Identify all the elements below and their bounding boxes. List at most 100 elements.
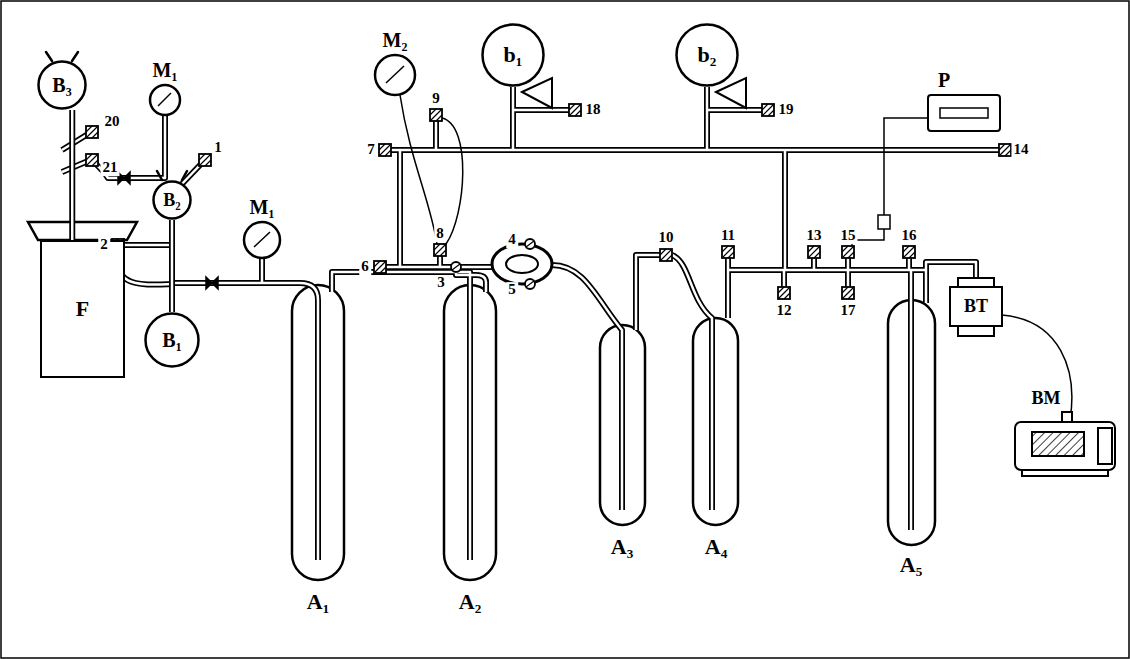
valve-symbol (379, 144, 391, 156)
valve-symbol (722, 246, 734, 258)
valve-symbol (199, 154, 211, 166)
valve-symbol (199, 154, 211, 166)
valve-symbol (525, 279, 535, 289)
valve-symbol (569, 104, 581, 116)
callout-number: 6 (359, 259, 371, 275)
valve-symbol (842, 246, 854, 258)
pressure-meter (940, 108, 988, 118)
valve-symbol (86, 154, 98, 166)
valve-symbol (762, 104, 774, 116)
valve-symbol (778, 287, 790, 299)
stopcock (492, 244, 552, 284)
pressure-meter (878, 95, 1000, 229)
thin-line (400, 95, 1072, 420)
stopcock (492, 265, 552, 267)
valve-symbol (660, 249, 672, 261)
trap-vessel (292, 285, 935, 580)
vessel-label: F (42, 242, 123, 376)
pressure-meter (928, 95, 1000, 131)
callout-number: 19 (777, 102, 796, 118)
valve-symbol (762, 104, 774, 116)
valve-symbol (86, 154, 98, 166)
flask-lip (157, 171, 187, 180)
callout-number: 14 (1012, 142, 1031, 158)
valve-symbol (903, 246, 915, 258)
cold-bath-rim (28, 222, 137, 240)
valve-symbol (808, 246, 820, 258)
valve-symbol (525, 239, 535, 249)
valve-symbol (86, 154, 98, 166)
valve-symbol (762, 104, 774, 116)
valve-symbol (86, 126, 98, 138)
cold-trap-pump (958, 326, 994, 336)
valve-symbol (569, 104, 581, 116)
valve-symbol (660, 249, 672, 261)
flask: B₃ (37, 60, 87, 110)
needle-valve (206, 277, 218, 289)
callout-number: 8 (434, 226, 446, 242)
glass-tube (62, 87, 999, 560)
dewar-box: F (40, 240, 125, 378)
valve-symbol (778, 287, 790, 299)
valve-symbol (379, 144, 391, 156)
callout-number: 3 (435, 275, 447, 291)
part-label: BM (1030, 389, 1063, 408)
vessel-label: b₁ (481, 23, 545, 87)
thin-line (442, 118, 463, 244)
cold-trap-pump (950, 278, 1002, 336)
valve-symbol (808, 246, 820, 258)
valve-symbol (86, 126, 98, 138)
part-label: A₂ (457, 590, 483, 613)
gauge-symbol (150, 55, 415, 258)
valve-symbol (434, 244, 446, 256)
valve-symbol (430, 109, 442, 121)
valve-symbol (722, 246, 734, 258)
part-label: P (936, 70, 952, 91)
valve-symbol (430, 109, 442, 121)
flask: B₂ (152, 180, 192, 220)
gauge-symbol (254, 232, 270, 247)
gauge-symbol (375, 55, 415, 95)
stopcock (492, 244, 552, 284)
part-label: M₁ (151, 60, 180, 81)
tube-core (171, 220, 174, 312)
valve-symbol (842, 246, 854, 258)
valve-symbol (999, 144, 1011, 156)
valve-symbol (379, 144, 391, 156)
valve-symbol (842, 246, 854, 258)
vessel-label: B₁ (144, 312, 200, 368)
callout-number: 16 (900, 228, 919, 244)
callout-number: 11 (719, 228, 737, 244)
valve-symbol (660, 249, 672, 261)
needle-valve (118, 172, 130, 184)
valve-symbol (374, 261, 386, 273)
callout-number: 20 (103, 114, 122, 130)
valve-symbol (199, 154, 211, 166)
pressure-meter (878, 215, 890, 229)
gauge-symbol (386, 66, 404, 83)
rotary-pump (1015, 422, 1115, 470)
valve-symbol (778, 287, 790, 299)
part-label: M₁ (248, 197, 277, 218)
valve-symbol (374, 261, 386, 273)
valve-symbol (86, 104, 1011, 299)
gauge-symbol (150, 85, 180, 115)
valve-symbol (526, 281, 534, 287)
cold-trap-pump (958, 278, 994, 287)
tube-core (71, 110, 74, 240)
trap-vessel (693, 318, 738, 525)
callout-number: 12 (775, 303, 794, 319)
vessel-label: B₃ (37, 60, 87, 110)
callout-number: 17 (839, 303, 858, 319)
part-label: BT (962, 297, 990, 316)
valve-symbol (374, 261, 386, 273)
flask: b₂ (675, 23, 739, 87)
vessel-label: b₂ (675, 23, 739, 87)
cold-trap-pump (950, 287, 1002, 326)
callout-number: 15 (839, 228, 858, 244)
valve-symbol (569, 104, 581, 116)
part-label: A₅ (898, 553, 924, 576)
part-label: A₁ (305, 590, 331, 613)
valve-symbol (525, 279, 535, 289)
